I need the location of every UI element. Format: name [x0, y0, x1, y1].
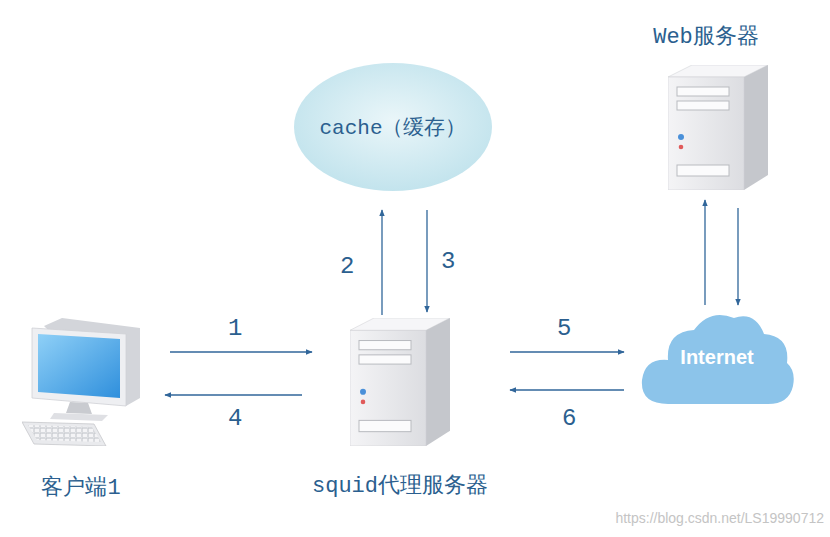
proxy-server: squid代理服务器 [350, 318, 450, 446]
flow-arrow [510, 351, 624, 352]
computer-icon [22, 318, 140, 446]
flow-arrow [737, 208, 738, 305]
web-server: Web服务器 [668, 65, 768, 190]
node-label: Internet [680, 346, 753, 369]
internet-cloud: Internet [638, 308, 796, 406]
flow-arrow [381, 210, 382, 315]
cache-ellipse: cache（缓存） [293, 62, 493, 192]
node-label: 客户端1 [41, 476, 120, 502]
step-number: 6 [562, 406, 576, 432]
node-label: squid代理服务器 [312, 474, 488, 500]
step-number: 1 [228, 316, 242, 342]
step-number: 2 [340, 254, 354, 280]
server-icon [350, 318, 450, 446]
flow-arrow [170, 351, 312, 352]
label-holder: cache（缓存） [293, 62, 493, 192]
node-label: Web服务器 [653, 25, 759, 51]
label-holder: Internet [638, 308, 796, 406]
step-number: 3 [441, 249, 455, 275]
flow-arrow [510, 389, 624, 390]
flow-arrow [704, 200, 705, 305]
node-label: cache（缓存） [319, 113, 466, 141]
step-number: 5 [557, 316, 571, 342]
client-computer: 客户端1 [22, 318, 140, 446]
server-icon [668, 65, 768, 190]
watermark: https://blog.csdn.net/LS19990712 [615, 510, 824, 526]
step-number: 4 [228, 406, 242, 432]
flow-arrow [165, 394, 302, 395]
flow-arrow [426, 210, 427, 312]
